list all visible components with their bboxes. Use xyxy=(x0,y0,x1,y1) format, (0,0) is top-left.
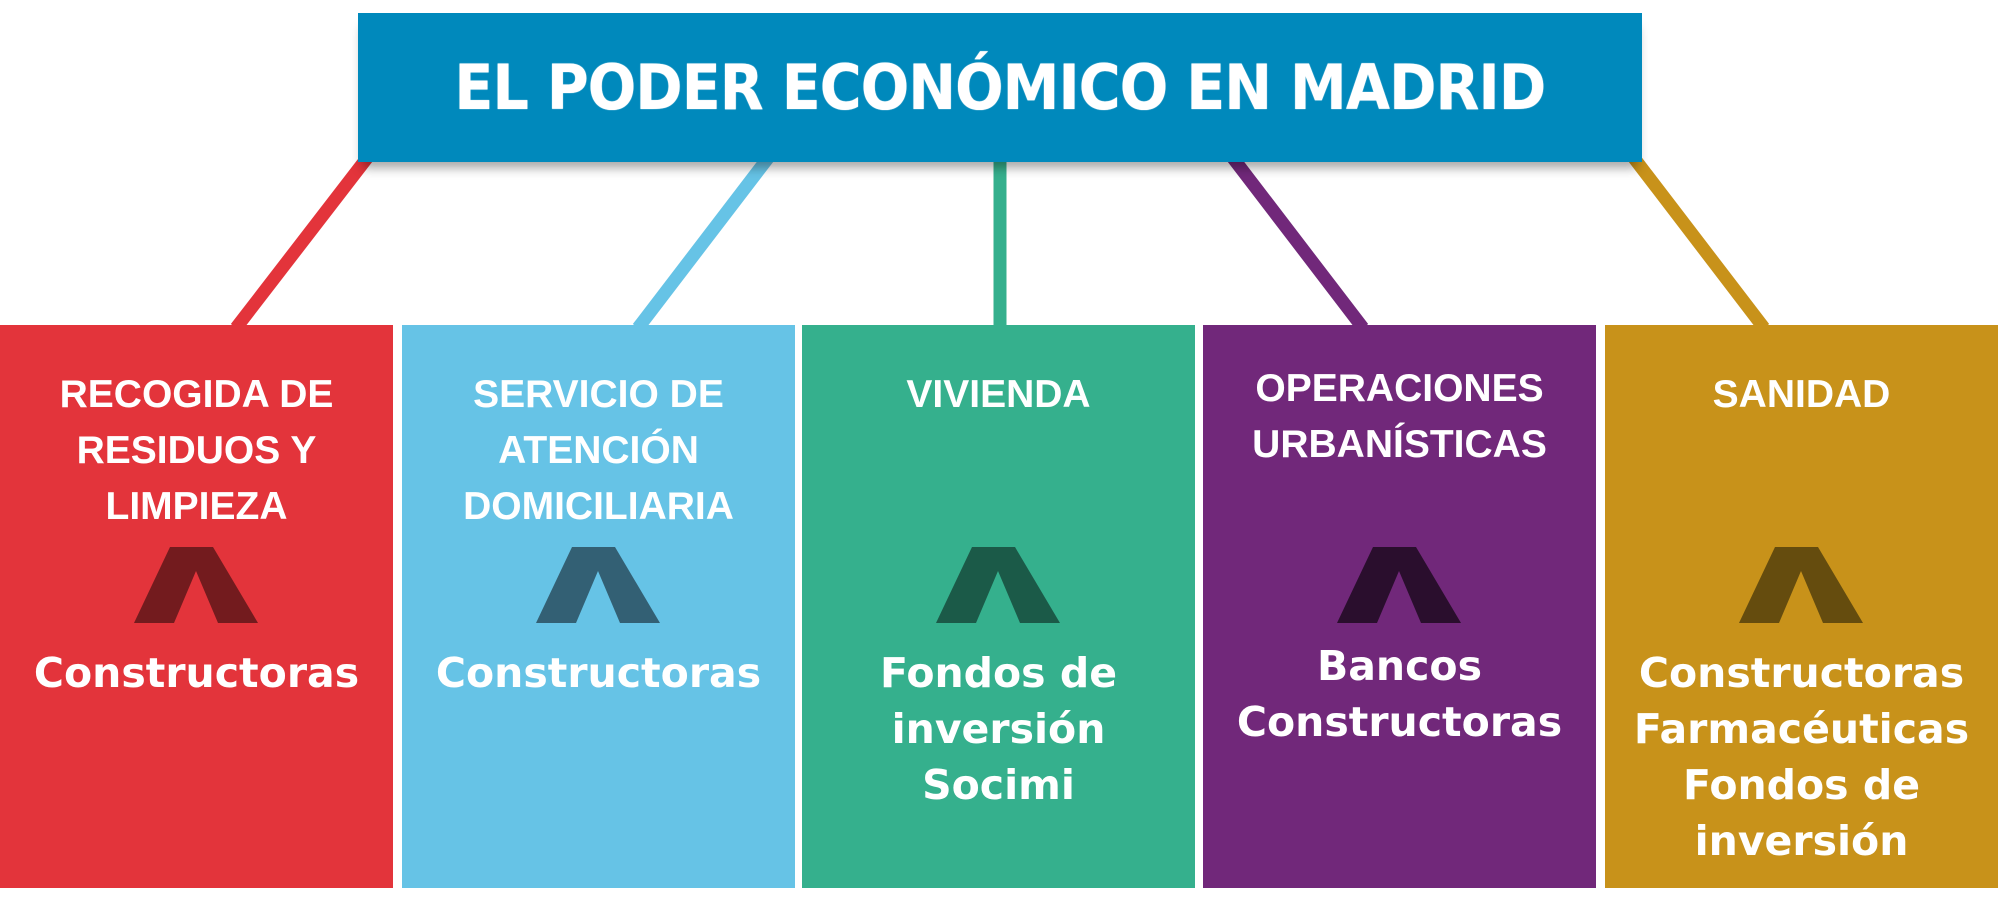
sector-card-vivienda: VIVIENDA Fondos de inversión Socimi xyxy=(802,325,1195,888)
chevron-up-icon xyxy=(1739,547,1863,623)
sector-card-residuos: RECOGIDA DE RESIDUOS Y LIMPIEZA Construc… xyxy=(0,325,393,888)
sector-title: RECOGIDA DE RESIDUOS Y LIMPIEZA xyxy=(59,373,334,528)
chevron-up-icon xyxy=(1337,547,1461,623)
header-banner: EL PODER ECONÓMICO EN MADRID xyxy=(358,13,1642,162)
page-title: EL PODER ECONÓMICO EN MADRID xyxy=(454,51,1547,124)
sector-card-operaciones-urbanisticas: OPERACIONES URBANÍSTICAS Bancos Construc… xyxy=(1203,325,1596,888)
sector-companies: Bancos Constructoras xyxy=(1236,642,1563,746)
sector-companies: Constructoras xyxy=(33,649,360,697)
connector-purple xyxy=(1227,154,1369,332)
connector-gold xyxy=(1628,154,1770,332)
sector-card-atencion-domiciliaria: SERVICIO DE ATENCIÓN DOMICILIARIA Constr… xyxy=(402,325,795,888)
connector-blue xyxy=(632,154,774,332)
sector-title: VIVIENDA xyxy=(906,373,1091,416)
chevron-up-icon xyxy=(536,547,660,623)
connector-red xyxy=(230,154,373,332)
sector-companies: Constructoras xyxy=(435,649,762,697)
chevron-up-icon xyxy=(936,547,1060,623)
sector-title: SERVICIO DE ATENCIÓN DOMICILIARIA xyxy=(463,373,734,528)
chevron-up-icon xyxy=(134,547,258,623)
sector-companies: Fondos de inversión Socimi xyxy=(879,649,1118,809)
sector-title: SANIDAD xyxy=(1712,373,1891,416)
sector-card-sanidad: SANIDAD Constructoras Farmacéuticas Fond… xyxy=(1605,325,1998,888)
sector-companies: Constructoras Farmacéuticas Fondos de in… xyxy=(1633,649,1970,865)
sector-title: OPERACIONES URBANÍSTICAS xyxy=(1252,367,1547,466)
